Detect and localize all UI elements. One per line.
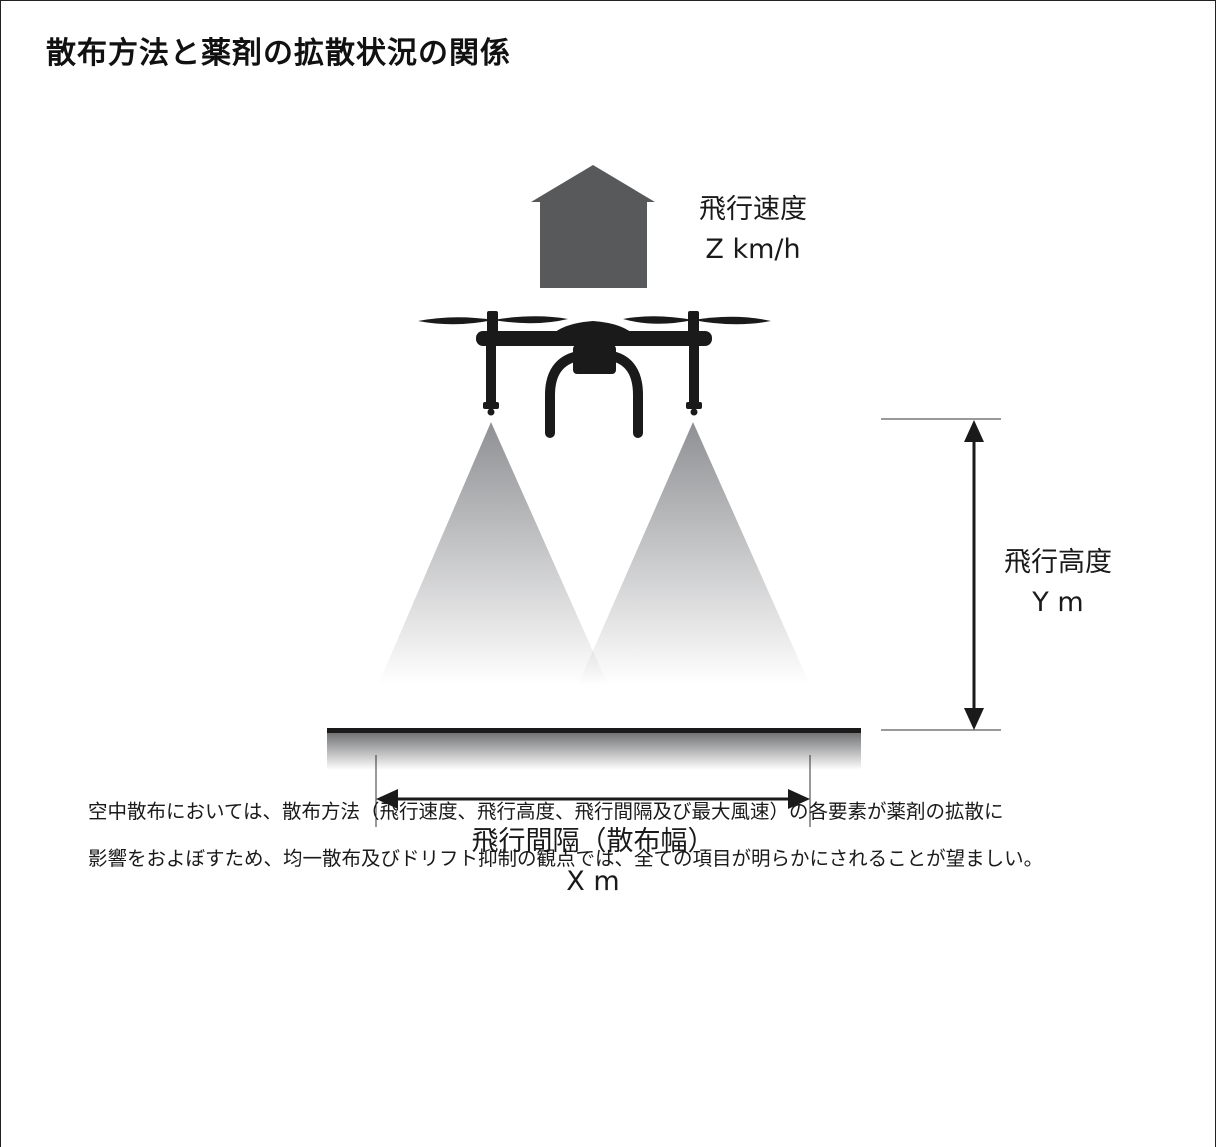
- height-value: Y m: [1032, 587, 1084, 618]
- description-line-1: 空中散布においては、散布方法（飛行速度、飛行高度、飛行間隔及び最大風速）の各要素…: [88, 800, 1004, 823]
- description-line-2: 影響をおよぼすため、均一散布及びドリフト抑制の観点では、全ての項目が明らかにされ…: [88, 847, 1044, 870]
- drone-icon: [418, 311, 771, 416]
- spray-cone-right: [578, 422, 810, 685]
- interval-label: 飛行間隔（散布幅） X m: [453, 822, 733, 902]
- speed-label: 飛行速度 Z km/h: [668, 190, 838, 270]
- up-arrow-icon: [531, 165, 655, 288]
- speed-value: Z km/h: [705, 234, 801, 265]
- ground-shade: [327, 732, 861, 770]
- double-arrow-vertical: [964, 420, 984, 730]
- drone-leg-left: [545, 351, 583, 438]
- spray-cone-left: [378, 422, 608, 685]
- ground-line: [327, 728, 861, 733]
- drone-leg-right: [607, 351, 643, 438]
- page-title: 散布方法と薬剤の拡散状況の関係: [46, 36, 511, 71]
- interval-value: X m: [566, 866, 620, 897]
- height-name: 飛行高度: [1004, 547, 1112, 578]
- double-arrow-horizontal: [376, 789, 810, 809]
- description: 空中散布においては、散布方法（飛行速度、飛行高度、飛行間隔及び最大風速）の各要素…: [88, 788, 1198, 882]
- speed-name: 飛行速度: [699, 194, 807, 225]
- interval-name: 飛行間隔（散布幅）: [471, 826, 715, 857]
- height-label: 飛行高度 Y m: [978, 543, 1138, 623]
